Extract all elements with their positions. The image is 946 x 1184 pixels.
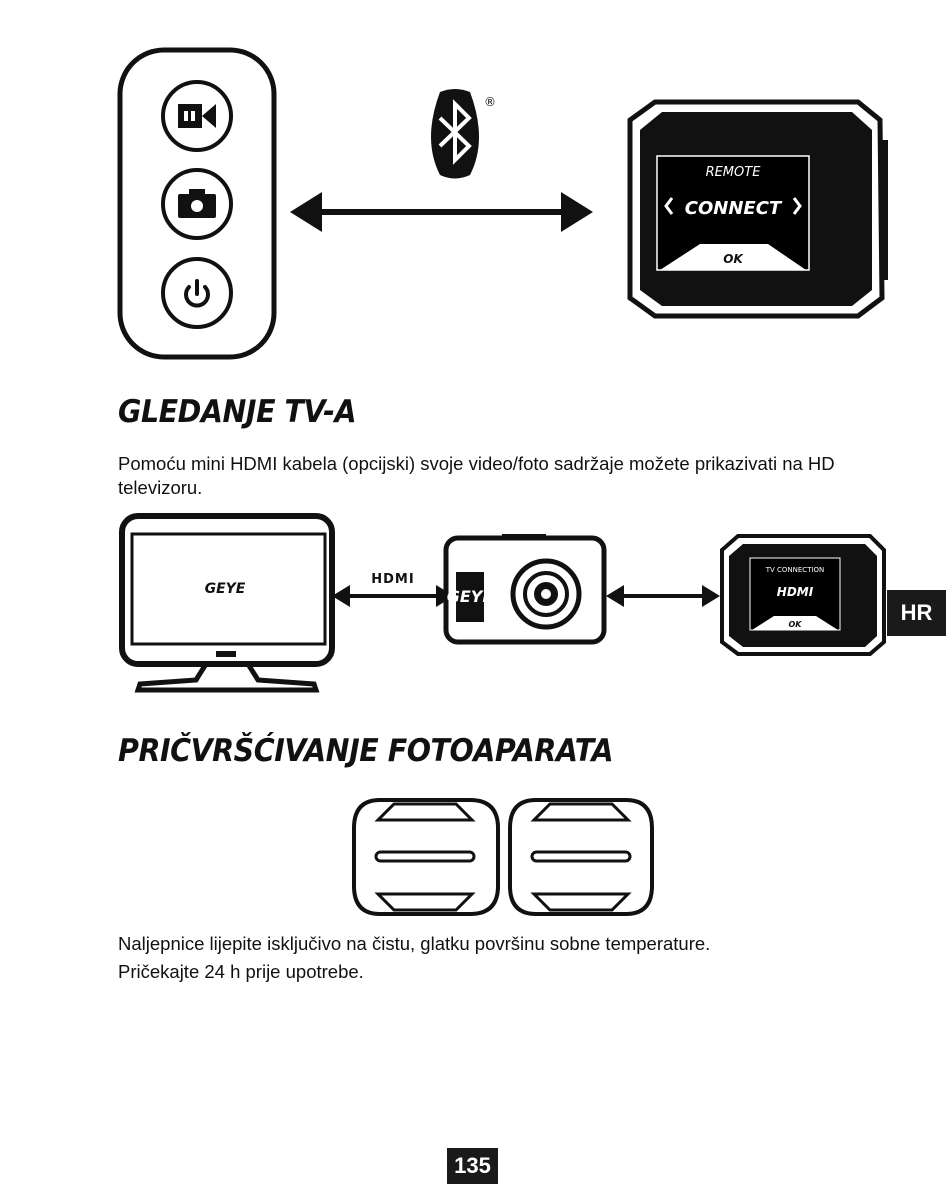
- hdmi-double-arrow-icon: [332, 585, 454, 607]
- remote-screen-ok: OK: [723, 252, 744, 266]
- camera-front: GEYE: [443, 534, 607, 645]
- remote-screen-title: REMOTE: [706, 165, 762, 180]
- page-number: 135: [447, 1148, 498, 1184]
- flat-adhesive-mount: [352, 798, 500, 916]
- hdmi-screen-title: TV CONNECTION: [765, 566, 825, 574]
- remote-screen-option: CONNECT: [685, 198, 783, 219]
- curved-adhesive-mount: [508, 798, 654, 916]
- mount-instructions-line2: Pričekajte 24 h prije upotrebe.: [118, 961, 364, 982]
- video-camera-icon: [161, 80, 233, 152]
- tv-set: GEYE: [119, 513, 335, 693]
- hdmi-screen-ok: OK: [789, 620, 803, 629]
- double-arrow-icon: [290, 192, 593, 232]
- camera-icon: [161, 168, 233, 240]
- power-icon: [161, 257, 233, 329]
- mount-instructions-line1: Naljepnice lijepite isključivo na čistu,…: [118, 933, 711, 954]
- mount-section-heading: PRIČVRŠĆIVANJE FOTOAPARATA: [118, 733, 614, 769]
- tv-connection-diagram: GEYE HDMI GEYE: [110, 512, 890, 697]
- tv-section-body: Pomoću mini HDMI kabela (opcijski) svoje…: [118, 453, 835, 498]
- tv-screen-logo: GEYE: [205, 581, 246, 597]
- language-tab: HR: [887, 590, 946, 636]
- bluetooth-icon: ®: [431, 89, 496, 179]
- camera-double-arrow-icon: [606, 585, 720, 607]
- remote-connection-diagram: ® REMOTE CONNECT OK: [110, 40, 900, 370]
- tv-section-heading: GLEDANJE TV-A: [118, 394, 357, 430]
- hdmi-screen-option: HDMI: [777, 585, 814, 599]
- remote-control: [117, 47, 277, 360]
- camera-back-hdmi-screen: TV CONNECTION HDMI OK: [720, 534, 886, 656]
- adhesive-mounts-illustration: [350, 796, 660, 918]
- registered-mark: ®: [484, 95, 496, 109]
- hdmi-cable-label: HDMI: [371, 572, 414, 587]
- camera-logo: GEYE: [447, 587, 494, 606]
- camera-back-remote-screen: REMOTE CONNECT OK: [627, 99, 888, 319]
